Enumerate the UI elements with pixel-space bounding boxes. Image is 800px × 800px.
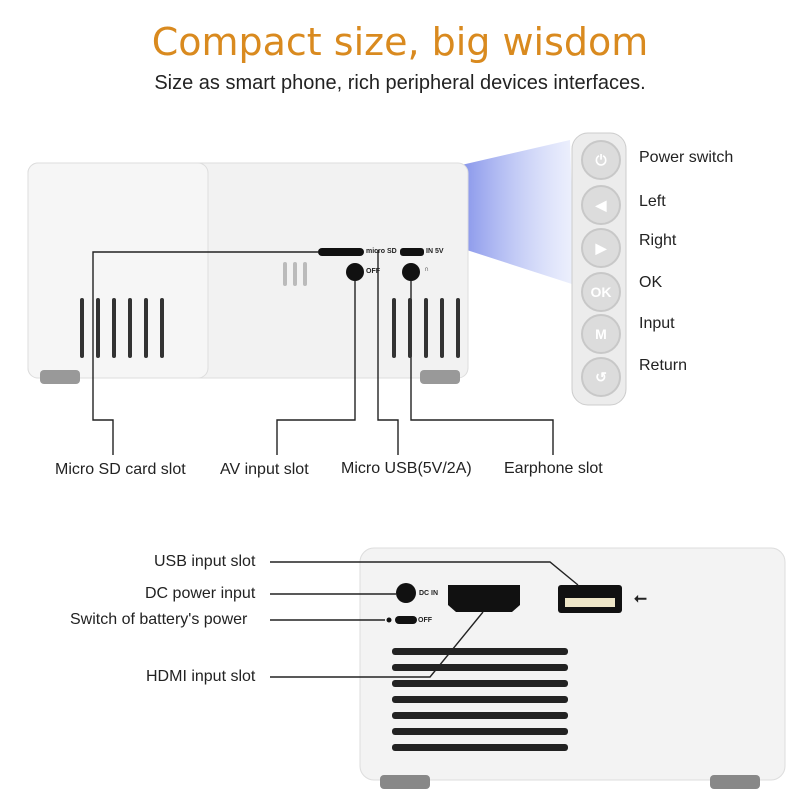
vent [392, 712, 568, 719]
vent [392, 648, 568, 655]
label-ok: OK [639, 274, 663, 291]
off-mark: OFF [366, 268, 380, 275]
label-hdmi: HDMI input slot [146, 668, 256, 685]
hdmi-port [448, 585, 520, 612]
ok-button[interactable]: OK [581, 272, 621, 312]
right-arrow-icon: ▶ [595, 239, 607, 256]
off-mark-bottom: OFF [418, 617, 432, 624]
micro-usb-port [400, 248, 424, 256]
vent [160, 298, 164, 358]
label-input: Input [639, 315, 675, 332]
vent [283, 262, 287, 286]
label-micro-usb: Micro USB(5V/2A) [341, 460, 472, 477]
label-av: AV input slot [220, 461, 309, 478]
vent [96, 298, 100, 358]
vent [440, 298, 444, 358]
power-icon: ⏻ [595, 151, 607, 168]
input-icon: M [595, 326, 607, 342]
vent [303, 262, 307, 286]
dc-in-jack [396, 583, 416, 603]
vent [80, 298, 84, 358]
vent [392, 696, 568, 703]
label-switch: Switch of battery's power [70, 611, 248, 628]
vent [392, 298, 396, 358]
in5v-mark: IN 5V [426, 248, 444, 255]
left-button[interactable]: ◀ [581, 185, 621, 225]
vent [424, 298, 428, 358]
label-usb: USB input slot [154, 553, 256, 570]
label-return: Return [639, 357, 688, 374]
return-icon: ↺ [595, 368, 607, 385]
vent [144, 298, 148, 358]
left-arrow-icon: ◀ [595, 196, 607, 213]
label-dc: DC power input [145, 585, 256, 602]
av-jack [346, 263, 364, 281]
dc-in-mark: DC IN [419, 590, 439, 597]
vent [456, 298, 460, 358]
vent [128, 298, 132, 358]
vent [112, 298, 116, 358]
ok-icon: OK [590, 284, 612, 300]
vent [293, 262, 297, 286]
micro-sd-mark: micro SD [366, 248, 397, 255]
vent [392, 744, 568, 751]
vent [392, 664, 568, 671]
vent [408, 298, 412, 358]
label-right: Right [639, 232, 677, 249]
usb-icon: ⭠ [634, 590, 647, 607]
earphone-jack [402, 263, 420, 281]
return-button[interactable]: ↺ [581, 357, 621, 397]
vent [392, 680, 568, 687]
input-button[interactable]: M [581, 314, 621, 354]
label-power-switch: Power switch [639, 149, 734, 166]
micro-sd-slot [318, 248, 364, 256]
page-subtitle: Size as smart phone, rich peripheral dev… [154, 72, 646, 94]
page-title: Compact size, big wisdom [151, 20, 649, 64]
power-button[interactable]: ⏻ [581, 140, 621, 180]
vent [392, 728, 568, 735]
label-earphone: Earphone slot [504, 460, 603, 477]
label-micro-sd: Micro SD card slot [55, 461, 186, 478]
right-button[interactable]: ▶ [581, 228, 621, 268]
label-left: Left [639, 193, 666, 210]
battery-switch [395, 616, 417, 624]
headphone-icon: ∩ [424, 266, 430, 273]
